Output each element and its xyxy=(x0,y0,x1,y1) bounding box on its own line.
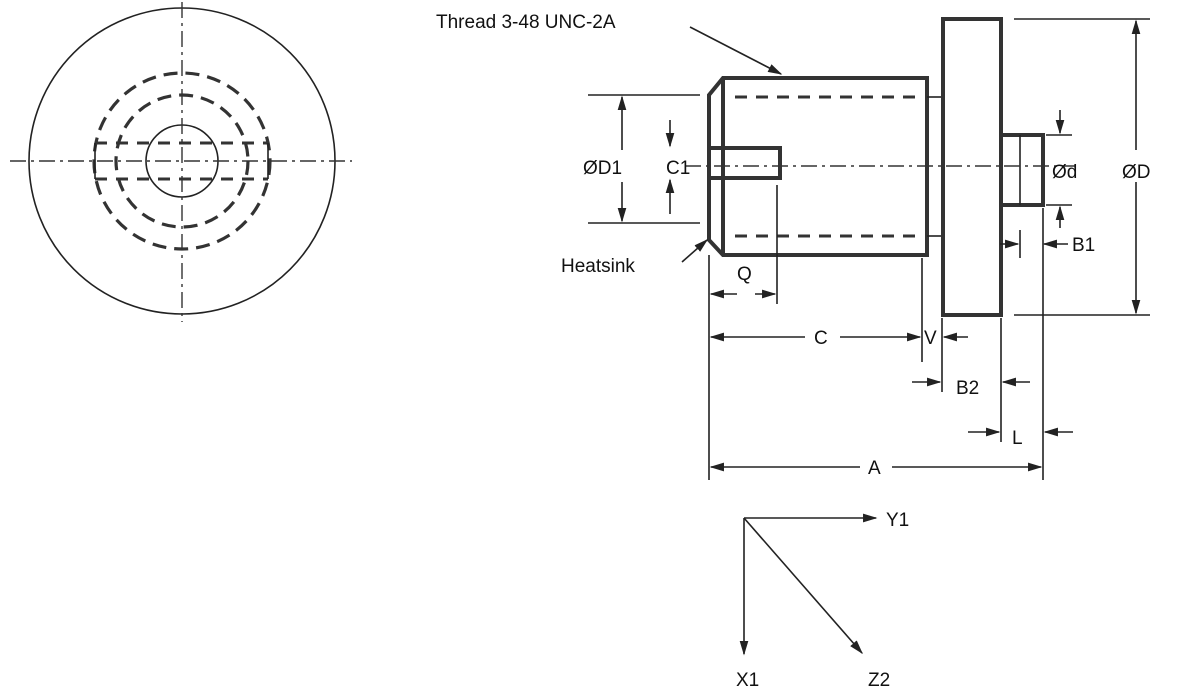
l-label: L xyxy=(1012,428,1023,449)
d1-label: ØD1 xyxy=(583,158,622,179)
flange xyxy=(941,17,1003,317)
b1-label: B1 xyxy=(1072,235,1095,256)
thread-leader xyxy=(689,26,783,75)
stud xyxy=(999,133,1045,207)
c1-label: C1 xyxy=(666,158,690,179)
heatsink-leader xyxy=(681,239,709,263)
end-view xyxy=(10,2,352,322)
d-small-label: Ød xyxy=(1052,162,1077,183)
d-large-label: ØD xyxy=(1122,162,1151,183)
z2-label: Z2 xyxy=(868,670,890,691)
q-label: Q xyxy=(737,264,752,285)
b2-label: B2 xyxy=(956,378,979,399)
c-label: C xyxy=(814,328,828,349)
y1-label: Y1 xyxy=(886,510,909,531)
labels: Thread 3-48 UNC-2A Heatsink ØD1 C1 Ød ØD… xyxy=(436,12,1151,691)
side-view xyxy=(588,17,1150,656)
heatsink-label: Heatsink xyxy=(561,256,635,277)
thread-label: Thread 3-48 UNC-2A xyxy=(436,12,616,33)
v-label: V xyxy=(924,328,937,349)
slot xyxy=(709,146,782,180)
x1-label: X1 xyxy=(736,670,759,691)
a-label: A xyxy=(868,458,881,479)
z2-axis xyxy=(743,517,863,655)
